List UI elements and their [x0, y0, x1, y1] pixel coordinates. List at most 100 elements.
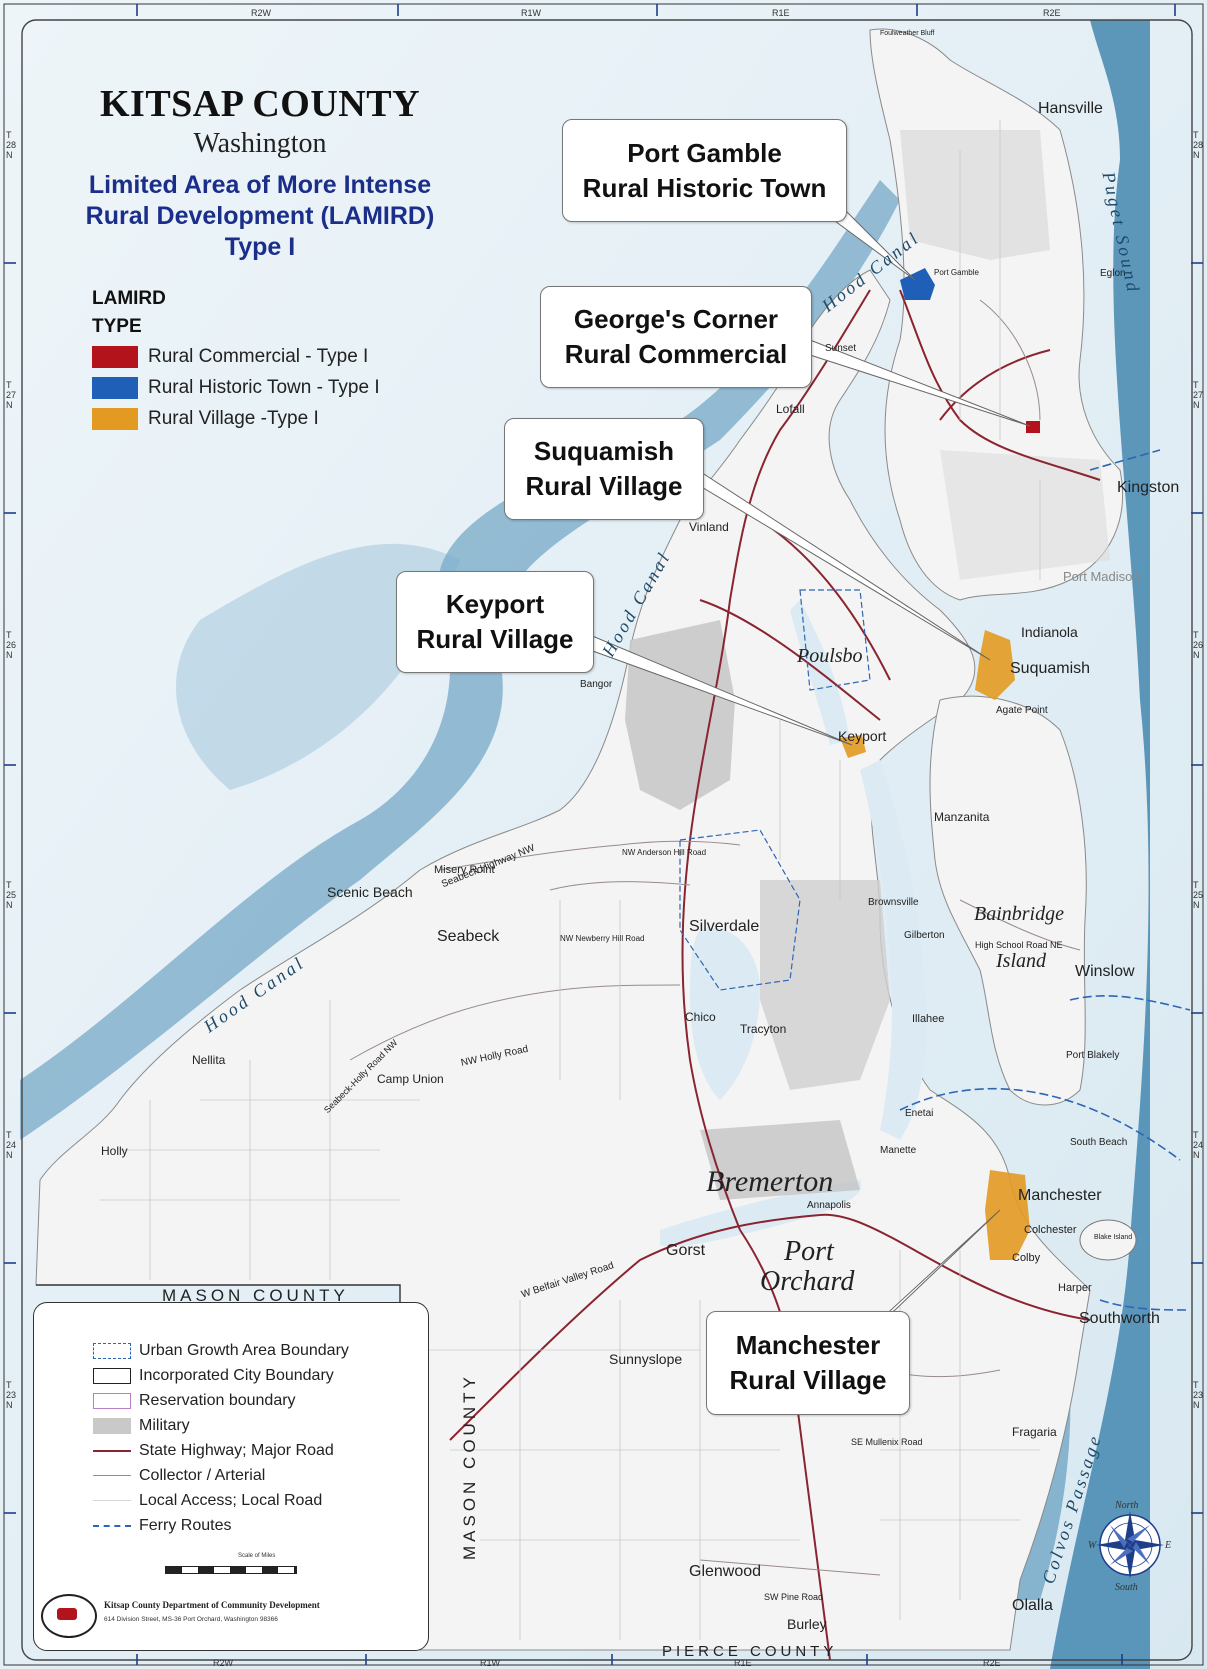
- lamird-georges-corner[interactable]: [1026, 421, 1040, 433]
- legend-row-label: Incorporated City Boundary: [139, 1367, 334, 1384]
- legend-row-reservation: Reservation boundary: [93, 1392, 296, 1410]
- state-subtitle: Washington: [193, 128, 327, 159]
- place-port-blakely: Port Blakely: [1066, 1050, 1120, 1061]
- township-label-left: T 23 N: [6, 1380, 17, 1410]
- township-label-right: T 27 N: [1193, 380, 1204, 410]
- place-manzanita: Manzanita: [934, 810, 990, 824]
- legend-item-rural-village: Rural Village -Type I: [92, 403, 380, 434]
- local-road-symbol: [93, 1493, 131, 1509]
- type-legend-header: TYPE: [92, 316, 142, 337]
- map-outer-frame: [3, 3, 1204, 1666]
- legend-row-local: Local Access; Local Road: [93, 1492, 322, 1510]
- callout-leaders: [589, 199, 1031, 1321]
- place-south-beach: South Beach: [1070, 1137, 1128, 1148]
- city-label-island: Island: [996, 950, 1046, 972]
- callout-title: Suquamish: [533, 436, 675, 466]
- department-name: Kitsap County Department of Community De…: [104, 1600, 320, 1610]
- callout-georges-corner[interactable]: George's Corner Rural Commercial: [540, 286, 812, 388]
- map-neatline: [21, 19, 1193, 1661]
- legend-row-highway: State Highway; Major Road: [93, 1442, 334, 1460]
- place-tracyton: Tracyton: [740, 1022, 787, 1036]
- place-brownsville: Brownsville: [868, 897, 919, 908]
- uga-boundary-symbol: [93, 1343, 131, 1359]
- range-label-top: R1W: [521, 8, 541, 18]
- county-label-mason-horizontal: MASON COUNTY: [162, 1286, 349, 1305]
- lamird-title: Limited Area of More Intense Rural Devel…: [60, 170, 460, 263]
- lamird-manchester[interactable]: [985, 1170, 1030, 1260]
- scale-bar: [165, 1566, 297, 1574]
- place-holly: Holly: [101, 1144, 128, 1158]
- place-southworth: Southworth: [1079, 1310, 1160, 1327]
- military-bangor: [625, 620, 735, 810]
- range-label-top: R1E: [772, 8, 790, 18]
- road-label-nw-newberry: NW Newberry Hill Road: [560, 934, 645, 943]
- range-label-top: R2W: [251, 8, 271, 18]
- legend-row-ferry: Ferry Routes: [93, 1517, 231, 1535]
- place-gorst: Gorst: [666, 1242, 706, 1259]
- place-sunset: Sunset: [825, 343, 857, 354]
- legend-row-collector: Collector / Arterial: [93, 1467, 265, 1485]
- place-vinland: Vinland: [689, 520, 729, 534]
- township-label-right: T 26 N: [1193, 630, 1204, 660]
- township-label-left: T 28 N: [6, 130, 17, 160]
- place-seabeck: Seabeck: [437, 928, 500, 945]
- place-bangor: Bangor: [580, 679, 613, 690]
- military-central: [760, 880, 890, 1090]
- kitsap-peninsula-land: [35, 269, 1091, 1651]
- bainbridge-island-land: [929, 695, 1087, 1106]
- military-symbol: [93, 1418, 131, 1434]
- department-address: 614 Division Street, MS-36 Port Orchard,…: [104, 1616, 278, 1623]
- lamird-title-line-1: Limited Area of More Intense: [88, 171, 432, 199]
- township-label-right: T 28 N: [1193, 130, 1204, 160]
- legend-item-label: Rural Commercial - Type I: [148, 345, 369, 367]
- rural-commercial-swatch: [92, 345, 138, 368]
- military-kingston: [940, 450, 1110, 580]
- hood-canal-shade-west: [176, 543, 460, 790]
- compass-north-label: North: [1115, 1500, 1139, 1511]
- township-label-right: T 23 N: [1193, 1380, 1204, 1410]
- port-orchard-passage-water: [860, 760, 927, 1140]
- lamird-keyport[interactable]: [840, 735, 866, 758]
- county-title: KITSAP COUNTY: [99, 83, 421, 125]
- department-logo-icon: [41, 1594, 97, 1638]
- road-label-se-mullenix: SE Mullenix Road: [851, 1437, 923, 1447]
- place-manchester: Manchester: [1018, 1187, 1102, 1204]
- range-label-bottom: R2E: [983, 1658, 1001, 1668]
- legend-row-label: Local Access; Local Road: [139, 1492, 323, 1509]
- blake-island-land: [1079, 1219, 1137, 1261]
- legend-item-rural-commercial: Rural Commercial - Type I: [92, 341, 380, 372]
- road-label-sw-pine: SW Pine Road: [764, 1592, 824, 1602]
- lamird-title-line-2: Rural Development (LAMIRD): [85, 202, 435, 230]
- legend-row-label: Military: [139, 1417, 190, 1434]
- callout-subtitle: Rural Commercial: [564, 339, 788, 369]
- reservation-boundary-symbol: [93, 1393, 131, 1409]
- lamird-suquamish[interactable]: [975, 630, 1015, 700]
- ferry-routes: [899, 449, 1191, 1311]
- place-enetai: Enetai: [905, 1108, 934, 1119]
- callout-port-gamble[interactable]: Port Gamble Rural Historic Town: [562, 119, 847, 222]
- township-label-right: T 25 N: [1193, 880, 1204, 910]
- sinclair-inlet-water: [660, 1180, 862, 1247]
- military-bremerton: [700, 1120, 860, 1200]
- place-burley: Burley: [787, 1616, 827, 1632]
- callout-keyport[interactable]: Keyport Rural Village: [396, 571, 594, 673]
- compass-south-label: South: [1115, 1582, 1138, 1593]
- callout-suquamish[interactable]: Suquamish Rural Village: [504, 418, 704, 520]
- range-label-bottom: R2W: [213, 1658, 233, 1668]
- callout-manchester[interactable]: Manchester Rural Village: [706, 1311, 910, 1415]
- township-label-left: T 26 N: [6, 630, 17, 660]
- lamird-type-legend: LAMIRD TYPE Rural Commercial - Type I Ru…: [92, 285, 380, 434]
- callout-subtitle: Rural Village: [416, 624, 574, 654]
- ferry-route-symbol: [93, 1518, 131, 1534]
- range-label-top: R2E: [1043, 8, 1061, 18]
- place-camp-union: Camp Union: [377, 1072, 444, 1086]
- compass-east-label: E: [1165, 1540, 1172, 1551]
- place-lofall: Lofall: [776, 402, 805, 416]
- place-port-gamble: Port Gamble: [934, 268, 979, 277]
- road-label-nw-anderson: NW Anderson Hill Road: [622, 848, 707, 857]
- place-suquamish: Suquamish: [1010, 660, 1091, 677]
- place-winslow: Winslow: [1075, 963, 1135, 980]
- lamird-legend-header: LAMIRD: [92, 288, 166, 309]
- place-annapolis: Annapolis: [807, 1200, 851, 1211]
- city-boundary-symbol: [93, 1368, 131, 1384]
